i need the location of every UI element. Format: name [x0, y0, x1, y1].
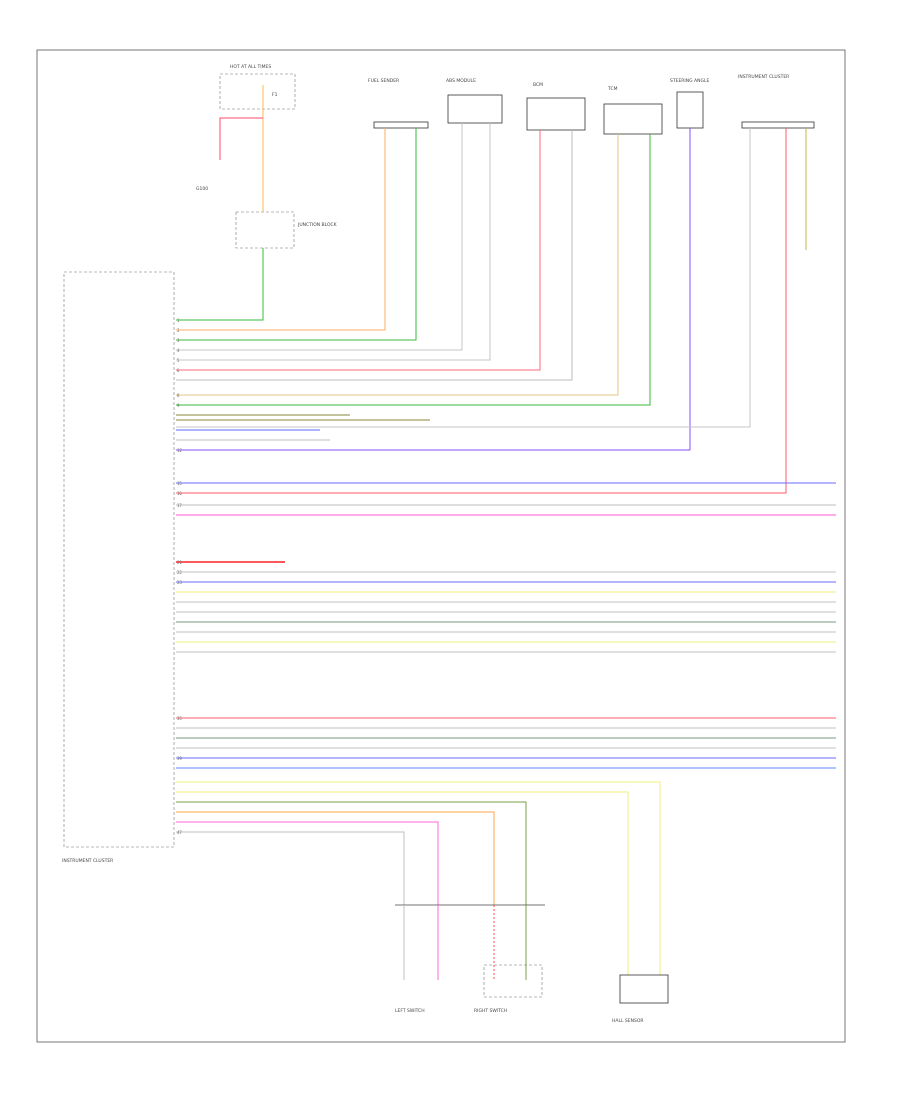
- wire-jb-green: [176, 248, 264, 321]
- main-module-label: INSTRUMENT CLUSTER: [62, 858, 113, 864]
- svg-text:35: 35: [177, 716, 182, 721]
- wire-tcm-tan: [176, 134, 619, 396]
- hall-sensor-label: HALL SENSOR: [612, 1018, 644, 1024]
- bottom-components: LEFT SWITCH RIGHT SWITCH HALL SENSOR: [395, 904, 669, 1024]
- wire-tcm-green: [176, 134, 651, 406]
- abs-module-box: [447, 94, 503, 124]
- fuse-label: F1: [272, 92, 278, 98]
- hot-at-all-times-label: HOT AT ALL TIMES: [230, 64, 271, 70]
- bcm-box: [526, 97, 586, 131]
- wire-fuel-green: [176, 128, 417, 341]
- wire-abs-gray1: [176, 123, 463, 351]
- svg-text:21: 21: [177, 560, 182, 565]
- right-switch-box: [483, 964, 543, 998]
- fuel-sender-label: FUEL SENDER: [368, 78, 399, 84]
- tcm-label: TCM: [607, 86, 618, 92]
- wire-fuel-orange: [176, 128, 386, 331]
- wire-bcm-red: [176, 130, 541, 371]
- svg-text:4: 4: [177, 348, 180, 353]
- diagram-border: [36, 49, 846, 1043]
- svg-text:22: 22: [177, 570, 182, 575]
- abs-module-label: ABS MODULE: [446, 78, 476, 84]
- steering-angle-box: [676, 91, 704, 129]
- svg-text:8: 8: [177, 393, 180, 398]
- svg-text:1: 1: [177, 318, 180, 323]
- wire-inst-red: [176, 128, 787, 494]
- connector-instrument: [741, 121, 815, 129]
- connector-fuel-sender: [373, 121, 429, 129]
- steering-angle-label: STEERING ANGLE: [670, 78, 709, 84]
- wire-inst-gray: [176, 128, 751, 428]
- wire-abs-gray2: [176, 123, 491, 361]
- instrument-cluster-label: INSTRUMENT CLUSTER: [738, 74, 789, 80]
- svg-text:5: 5: [177, 358, 180, 363]
- wire-steer-purple: [176, 128, 691, 451]
- svg-text:47: 47: [177, 830, 182, 835]
- svg-text:9: 9: [177, 403, 180, 408]
- wire-bcm-gray: [176, 130, 573, 381]
- svg-text:15: 15: [177, 481, 182, 486]
- ground-label: G100: [196, 186, 208, 192]
- svg-text:2: 2: [177, 328, 180, 333]
- svg-text:17: 17: [177, 503, 182, 508]
- wire-power-pink: [219, 117, 263, 160]
- tcm-box: [603, 103, 663, 135]
- svg-text:3: 3: [177, 338, 180, 343]
- svg-text:39: 39: [177, 756, 182, 761]
- hall-sensor-box: [619, 974, 669, 1004]
- svg-text:12: 12: [177, 448, 182, 453]
- bcm-label: BCM: [533, 82, 543, 88]
- right-switch-label: RIGHT SWITCH: [474, 1008, 507, 1014]
- junction-block-label: JUNCTION BLOCK: [297, 222, 338, 228]
- lower-long-wires: [176, 717, 836, 930]
- top-connectors: FUEL SENDER ABS MODULE BCM TCM STEERING …: [368, 74, 815, 135]
- main-module-outline: [63, 271, 175, 848]
- top-vertical-wires: [176, 85, 807, 494]
- svg-text:23: 23: [177, 580, 182, 585]
- left-switch-label: LEFT SWITCH: [395, 1008, 425, 1014]
- svg-text:16: 16: [177, 491, 182, 496]
- upper-stub-wires: [176, 414, 430, 441]
- svg-text:6: 6: [177, 368, 180, 373]
- middle-long-wires: [176, 482, 836, 653]
- junction-block-box: [235, 211, 295, 249]
- fuse-box: [219, 73, 296, 110]
